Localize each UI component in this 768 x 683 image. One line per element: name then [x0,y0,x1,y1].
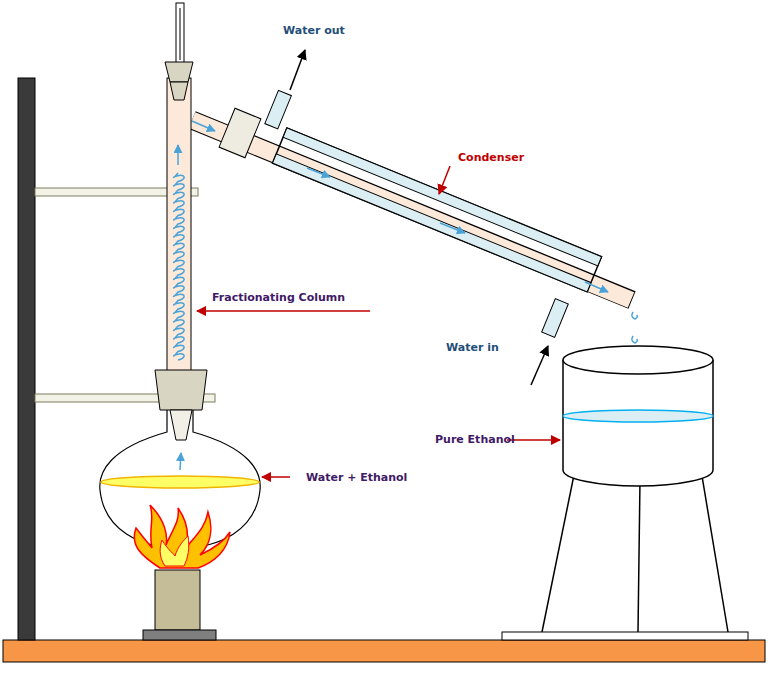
label-water-in: Water in [446,341,499,354]
bench [3,640,765,662]
label-product: Pure Ethanol [435,433,515,446]
stand-rod [18,78,35,640]
condenser [192,90,632,337]
label-water-out: Water out [283,24,345,37]
beaker-stand [502,470,748,640]
burner-base [143,630,216,640]
leader-arrows [197,50,560,477]
label-condenser: Condenser [458,151,524,164]
label-mixture: Water + Ethanol [306,471,407,484]
fractionating-column [165,3,193,374]
label-column: Fractionating Column [212,291,345,304]
beaker [563,346,713,486]
burner [155,570,200,630]
flame [134,505,230,568]
